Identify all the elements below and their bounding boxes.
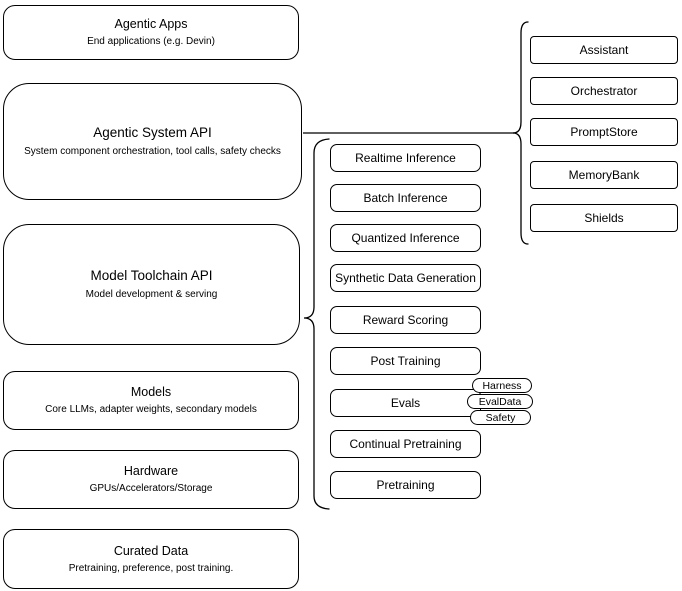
node-title: Agentic System API — [93, 125, 212, 141]
node-memorybank: MemoryBank — [530, 161, 678, 189]
node-evals: Evals — [330, 389, 481, 417]
node-agentic-system-api: Agentic System API System component orch… — [3, 83, 302, 200]
tag-evaldata: EvalData — [467, 394, 533, 409]
tag-harness: Harness — [472, 378, 532, 393]
node-model-toolchain-api: Model Toolchain API Model development & … — [3, 224, 300, 345]
node-subtitle: System component orchestration, tool cal… — [24, 146, 281, 157]
node-orchestrator: Orchestrator — [530, 77, 678, 105]
node-reward-scoring: Reward Scoring — [330, 306, 481, 334]
system-components-brace — [512, 21, 529, 245]
node-subtitle: Pretraining, preference, post training. — [68, 562, 234, 574]
node-post-training: Post Training — [330, 347, 481, 375]
node-curated-data: Curated Data Pretraining, preference, po… — [3, 529, 299, 589]
node-models: Models Core LLMs, adapter weights, secon… — [3, 371, 299, 430]
node-pretraining: Pretraining — [330, 471, 481, 499]
node-agentic-apps: Agentic Apps End applications (e.g. Devi… — [3, 5, 299, 60]
node-synthetic-data-generation: Synthetic Data Generation — [330, 264, 481, 292]
node-hardware: Hardware GPUs/Accelerators/Storage — [3, 450, 299, 509]
node-subtitle: Model development & serving — [85, 289, 218, 300]
node-title: Curated Data — [113, 543, 189, 558]
node-batch-inference: Batch Inference — [330, 184, 481, 212]
node-assistant: Assistant — [530, 36, 678, 64]
node-title: Models — [130, 385, 172, 400]
node-promptstore: PromptStore — [530, 118, 678, 146]
node-quantized-inference: Quantized Inference — [330, 224, 481, 252]
node-title: Hardware — [123, 464, 179, 479]
node-title: Agentic Apps — [114, 17, 188, 32]
node-realtime-inference: Realtime Inference — [330, 144, 481, 172]
node-continual-pretraining: Continual Pretraining — [330, 430, 481, 458]
toolchain-services-brace — [303, 138, 330, 510]
tag-safety: Safety — [470, 410, 531, 425]
node-subtitle: End applications (e.g. Devin) — [87, 36, 215, 48]
node-subtitle: Core LLMs, adapter weights, secondary mo… — [45, 404, 257, 416]
node-shields: Shields — [530, 204, 678, 232]
node-subtitle: GPUs/Accelerators/Storage — [89, 483, 213, 495]
node-title: Model Toolchain API — [90, 268, 213, 284]
